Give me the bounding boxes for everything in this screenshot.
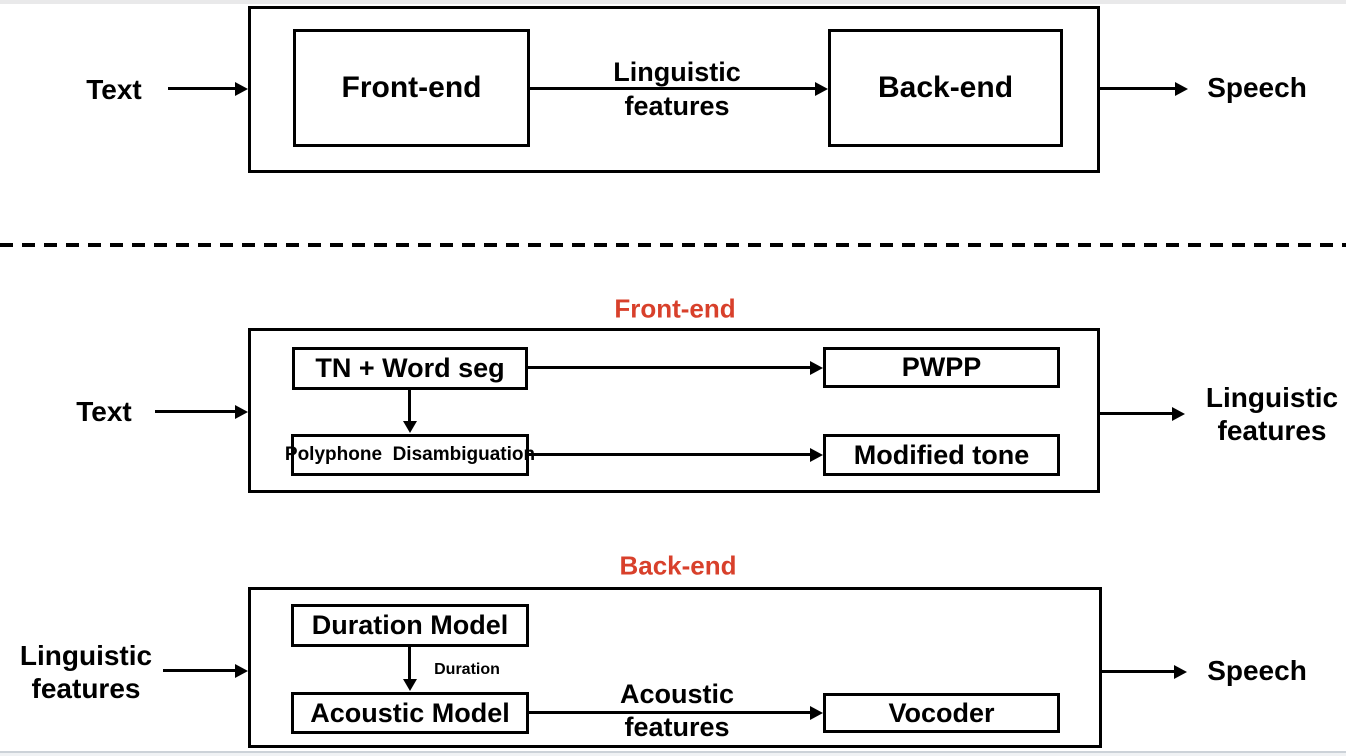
arrow-acoustic-to-vocoder-icon xyxy=(529,711,810,714)
backend-input-line1: Linguistic xyxy=(19,640,153,671)
backend-output-label: Speech xyxy=(1207,655,1307,686)
acoustic-features-line1: Acoustic xyxy=(619,679,735,709)
backend-input-line2: features xyxy=(31,673,141,704)
overview-backend-box: Back-end xyxy=(828,29,1063,147)
overview-linguistic-features-label: Linguistic features xyxy=(613,55,741,123)
backend-section-title: Back-end xyxy=(619,550,737,581)
arrow-tn-to-polyphone-icon xyxy=(408,390,411,421)
arrow-text-to-overview-icon xyxy=(168,87,235,90)
frontend-input-label: Text xyxy=(76,396,132,427)
top-window-edge xyxy=(0,0,1346,4)
acoustic-features-line2: features xyxy=(624,712,730,742)
modified-tone-box: Modified tone xyxy=(823,434,1060,476)
dashed-divider xyxy=(0,243,1346,247)
duration-model-box: Duration Model xyxy=(291,604,529,647)
acoustic-features-label: Acoustic features xyxy=(620,678,734,744)
bottom-window-strip xyxy=(0,753,1346,756)
overview-input-label: Text xyxy=(86,74,142,105)
pwpp-box: PWPP xyxy=(823,347,1060,388)
frontend-output-line1: Linguistic xyxy=(1205,382,1339,413)
bottom-window-edge xyxy=(0,751,1346,753)
overview-linguistic-features-line2: features xyxy=(624,91,730,121)
arrow-overview-to-speech-icon xyxy=(1100,87,1175,90)
arrow-duration-to-acoustic-icon xyxy=(408,647,411,679)
frontend-output-line2: features xyxy=(1217,415,1327,446)
arrow-frontend-to-linguistic-features-icon xyxy=(1100,412,1172,415)
frontend-section-title: Front-end xyxy=(614,293,736,324)
arrow-tn-to-pwpp-icon xyxy=(528,366,810,369)
polyphone-disambiguation-box: Polyphone Disambiguation xyxy=(285,434,535,476)
overview-linguistic-features-line1: Linguistic xyxy=(613,57,741,87)
tn-word-seg-box: TN + Word seg xyxy=(292,347,528,390)
arrow-polyphone-to-modified-tone-icon xyxy=(529,453,810,456)
overview-frontend-box: Front-end xyxy=(293,29,530,147)
arrow-text-to-frontend-detail-icon xyxy=(155,410,235,413)
arrow-frontend-to-backend-icon xyxy=(530,87,815,90)
frontend-output-label: Linguistic features xyxy=(1206,381,1338,447)
duration-arrow-label: Duration xyxy=(434,661,500,678)
backend-input-label: Linguistic features xyxy=(20,639,152,705)
vocoder-box: Vocoder xyxy=(823,693,1060,733)
overview-output-label: Speech xyxy=(1207,72,1307,103)
arrow-backend-to-speech-icon xyxy=(1102,670,1174,673)
acoustic-model-box: Acoustic Model xyxy=(291,692,529,734)
arrow-linguistic-features-to-backend-icon xyxy=(163,669,235,672)
